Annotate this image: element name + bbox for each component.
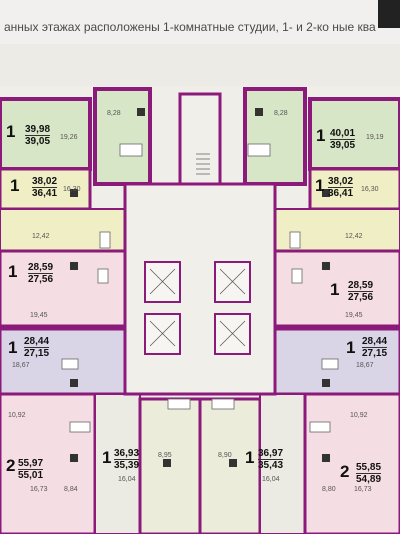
- room-area: 16,73: [354, 486, 372, 493]
- apt-zone: [0, 249, 127, 328]
- apartment-4-label: 1: [315, 176, 325, 195]
- room-area: 8,95: [158, 452, 172, 459]
- apartment-9-label: 2: [6, 456, 16, 475]
- apartment-2-label: 1: [316, 126, 326, 145]
- room-area: 8,28: [107, 110, 121, 117]
- room-area: 8,90: [218, 452, 232, 459]
- plan-caption: анных этажах расположены 1-комнатные сту…: [0, 0, 400, 44]
- room-area: 8,84: [64, 486, 78, 493]
- room-area: 8,28: [274, 110, 288, 117]
- room-area: 16,73: [30, 486, 48, 493]
- apartment-8-label: 1: [346, 338, 356, 357]
- room-area: 19,45: [345, 312, 363, 319]
- room-area: 10,92: [350, 412, 368, 419]
- room-area: 19,19: [366, 134, 384, 141]
- room-area: 16,30: [361, 186, 379, 193]
- room-area: 18,67: [356, 362, 374, 369]
- room-area: 18,67: [12, 362, 30, 369]
- room-area: 19,26: [60, 134, 78, 141]
- apartment-5-label: 1: [8, 262, 18, 281]
- corner-mark: [378, 0, 400, 28]
- floor-plan: [0, 44, 400, 534]
- apt-zone: [93, 87, 152, 186]
- apt-zone: [273, 249, 400, 328]
- apartment-6-label: 1: [330, 280, 340, 299]
- apt-zone: [94, 393, 141, 534]
- apartment-1-label: 1: [6, 122, 16, 141]
- apartment-10-label: 1: [102, 448, 112, 467]
- room-area: 16,30: [63, 186, 81, 193]
- apartment-12-label: 2: [340, 462, 350, 481]
- room-area: 16,04: [262, 476, 280, 483]
- room-area: 10,92: [8, 412, 26, 419]
- apt-zone: [243, 87, 307, 186]
- room-area: 12,42: [32, 233, 50, 240]
- apartment-3-label: 1: [10, 176, 20, 195]
- apt-zone: [303, 392, 400, 534]
- room-area: 19,45: [30, 312, 48, 319]
- room-area: 8,80: [322, 486, 336, 493]
- apartment-11-label: 1: [245, 448, 255, 467]
- room-area: 16,04: [118, 476, 136, 483]
- apartment-7-label: 1: [8, 338, 18, 357]
- room-area: 12,42: [345, 233, 363, 240]
